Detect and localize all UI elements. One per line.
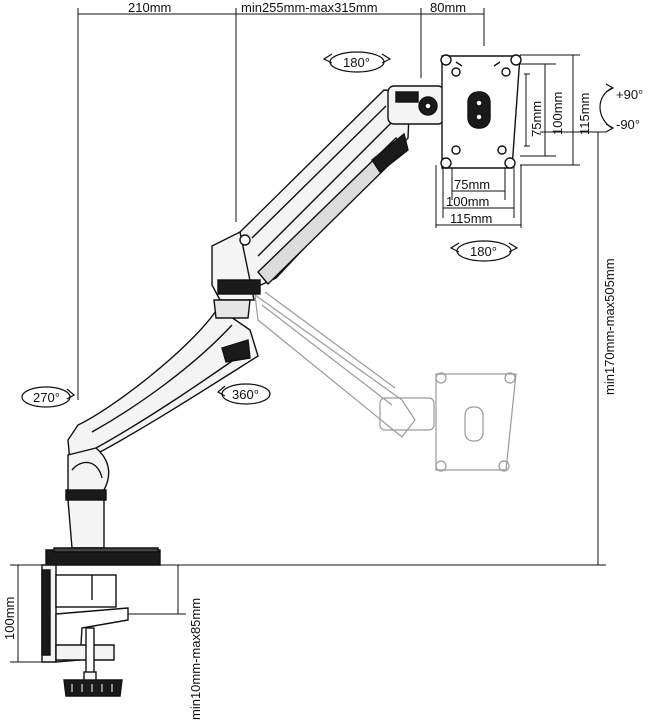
- clamp-knob: [63, 679, 123, 697]
- ghost-vesa-plate: [435, 373, 517, 471]
- tilt-head: [387, 85, 445, 125]
- rotation-labels: 180° 180° 270° 360° +90° -90°: [33, 55, 643, 405]
- elbow-joint: [211, 230, 261, 319]
- upper-arm: [237, 89, 411, 291]
- dim-desk-thickness: min10mm-max85mm: [188, 598, 203, 720]
- tilt-cap: [395, 91, 419, 103]
- upper-arm-end-cap: [371, 132, 409, 174]
- dim-vesa-75-h: 75mm: [529, 101, 544, 137]
- badge-bottom-tilt: [449, 240, 519, 262]
- dim-clamp-height: 100mm: [2, 597, 17, 640]
- label-tilt-down: -90°: [616, 117, 640, 132]
- vesa-center-slot: [467, 91, 491, 129]
- dim-top-left: 210mm: [128, 0, 171, 15]
- ghost-tilt-head: [379, 397, 435, 431]
- dim-vesa-115-h: 115mm: [577, 93, 592, 135]
- pole: [65, 447, 110, 549]
- ghost-upper-arm: [254, 293, 416, 438]
- lower-arm-body: [67, 307, 259, 471]
- label-tilt-up: +90°: [616, 87, 643, 102]
- tilt-arrow: [599, 83, 615, 133]
- dim-vesa-115-w: 115mm: [450, 211, 492, 226]
- base: [45, 547, 161, 566]
- vesa-plate: [440, 54, 522, 169]
- dim-vesa-100-w: 100mm: [446, 194, 489, 209]
- dim-vesa-75-w: 75mm: [454, 177, 490, 192]
- label-base-swivel: 270°: [33, 390, 60, 405]
- clamp-body: [55, 574, 117, 608]
- dim-height-range: min170mm-max505mm: [602, 258, 617, 395]
- label-bottom-tilt: 180°: [470, 244, 497, 259]
- desk-clamp: [41, 564, 129, 697]
- dimension-labels: 210mm min255mm-max315mm 80mm 75mm 100mm …: [2, 0, 617, 720]
- dim-top-right: 80mm: [430, 0, 466, 15]
- elbow-clip: [217, 279, 261, 295]
- ghost-arm-position: [254, 291, 517, 472]
- label-arm-swivel: 360°: [232, 387, 259, 402]
- rotation-badges: [21, 51, 615, 408]
- badge-base-swivel: [21, 386, 76, 408]
- badge-top-tilt: [322, 51, 392, 73]
- label-top-tilt: 180°: [343, 55, 370, 70]
- badge-arm-swivel: [216, 383, 271, 405]
- pole-ring: [65, 489, 107, 501]
- dim-top-mid: min255mm-max315mm: [241, 0, 378, 15]
- dim-vesa-100-h: 100mm: [550, 92, 565, 135]
- lower-arm: [67, 307, 259, 471]
- lower-arm-cap: [221, 339, 251, 363]
